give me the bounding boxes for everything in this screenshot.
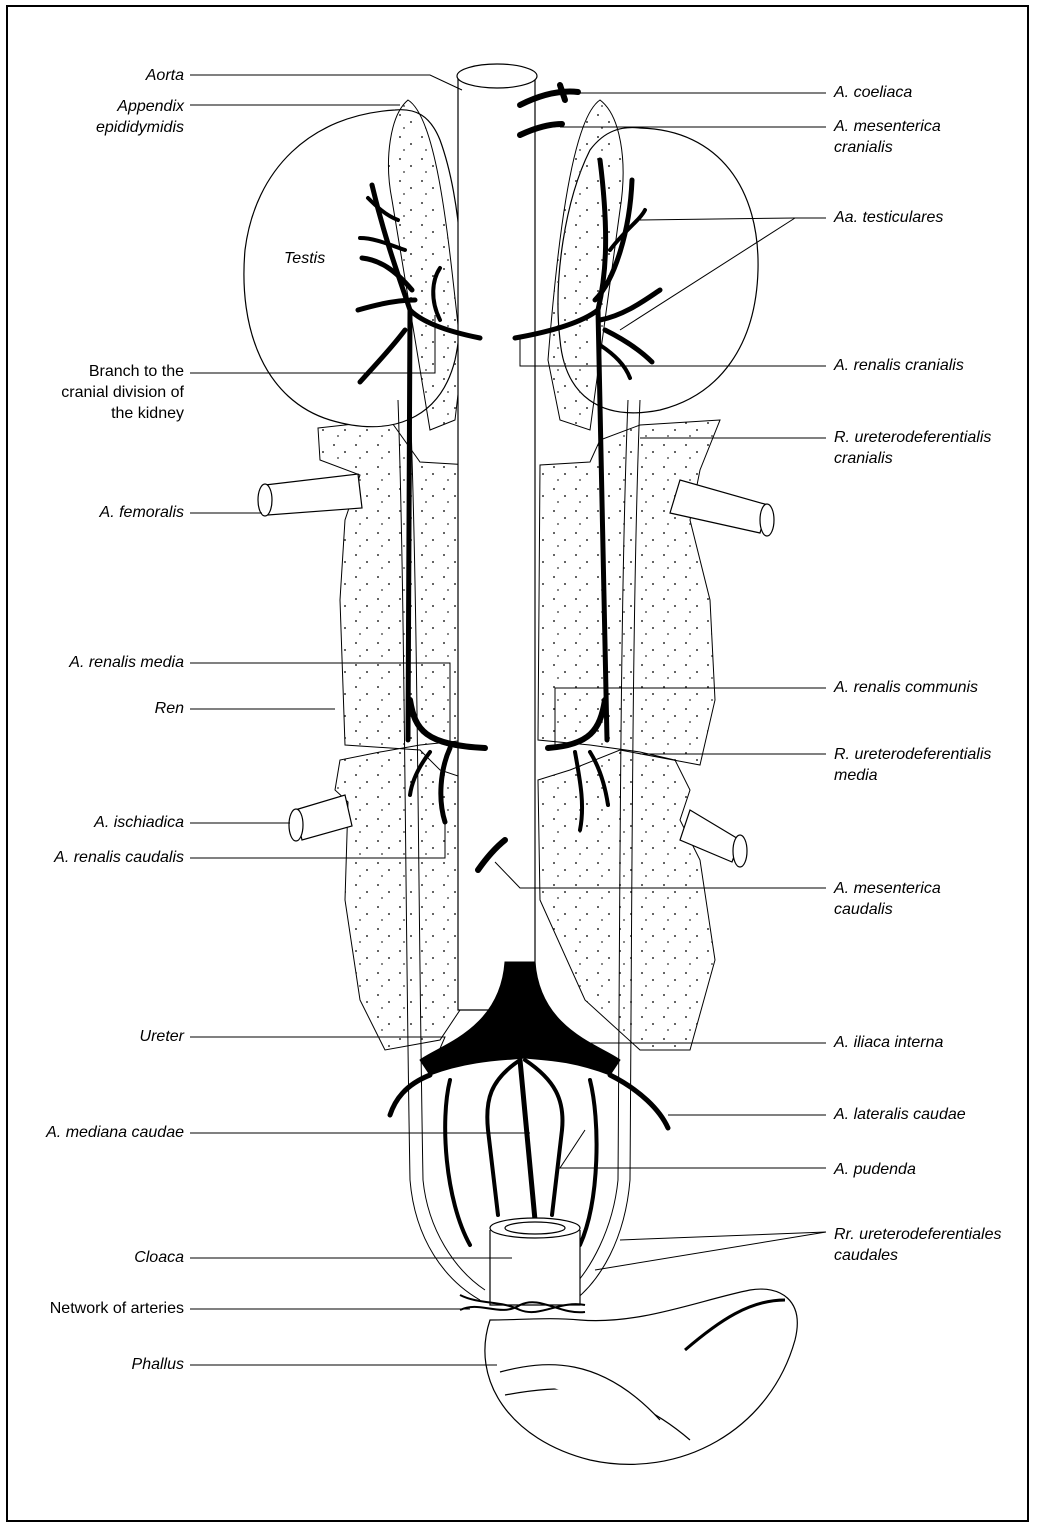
label-a-renalis-communis: A. renalis communis xyxy=(834,677,978,698)
label-a-pudenda: A. pudenda xyxy=(834,1159,916,1180)
label-ureter: Ureter xyxy=(140,1026,184,1047)
label-r-ureterodeferentialis-media: R. ureterodeferentialis media xyxy=(834,744,991,786)
label-aa-testiculares: Aa. testiculares xyxy=(834,207,943,228)
label-appendix-epididymidis: Appendix epididymidis xyxy=(96,96,184,138)
label-phallus: Phallus xyxy=(132,1354,184,1375)
label-network-of-arteries: Network of arteries xyxy=(50,1298,184,1319)
aorta xyxy=(457,64,537,1010)
label-a-mesenterica-caudalis: A. mesenterica caudalis xyxy=(834,878,941,920)
label-branch-cranial-division: Branch to the cranial division of the ki… xyxy=(61,361,184,424)
label-testis: Testis xyxy=(284,248,325,269)
label-a-renalis-media: A. renalis media xyxy=(69,652,184,673)
label-a-lateralis-caudae: A. lateralis caudae xyxy=(834,1104,966,1125)
label-a-ischiadica: A. ischiadica xyxy=(94,812,184,833)
label-a-renalis-caudalis: A. renalis caudalis xyxy=(54,847,184,868)
label-rr-ureterodeferentiales-caudales: Rr. ureterodeferentiales caudales xyxy=(834,1224,1002,1266)
cloaca xyxy=(490,1218,580,1305)
label-a-iliaca-interna: A. iliaca interna xyxy=(834,1032,943,1053)
label-r-ureterodeferentialis-cranialis: R. ureterodeferentialis cranialis xyxy=(834,427,991,469)
label-aorta: Aorta xyxy=(146,65,184,86)
label-cloaca: Cloaca xyxy=(134,1247,184,1268)
label-a-mediana-caudae: A. mediana caudae xyxy=(46,1122,184,1143)
label-ren: Ren xyxy=(155,698,184,719)
label-a-femoralis: A. femoralis xyxy=(100,502,184,523)
label-a-mesenterica-cranialis: A. mesenterica cranialis xyxy=(834,116,941,158)
phallus xyxy=(485,1289,797,1464)
label-a-renalis-cranialis: A. renalis cranialis xyxy=(834,355,964,376)
label-a-coeliaca: A. coeliaca xyxy=(834,82,912,103)
arteries-pelvic xyxy=(390,1060,668,1245)
